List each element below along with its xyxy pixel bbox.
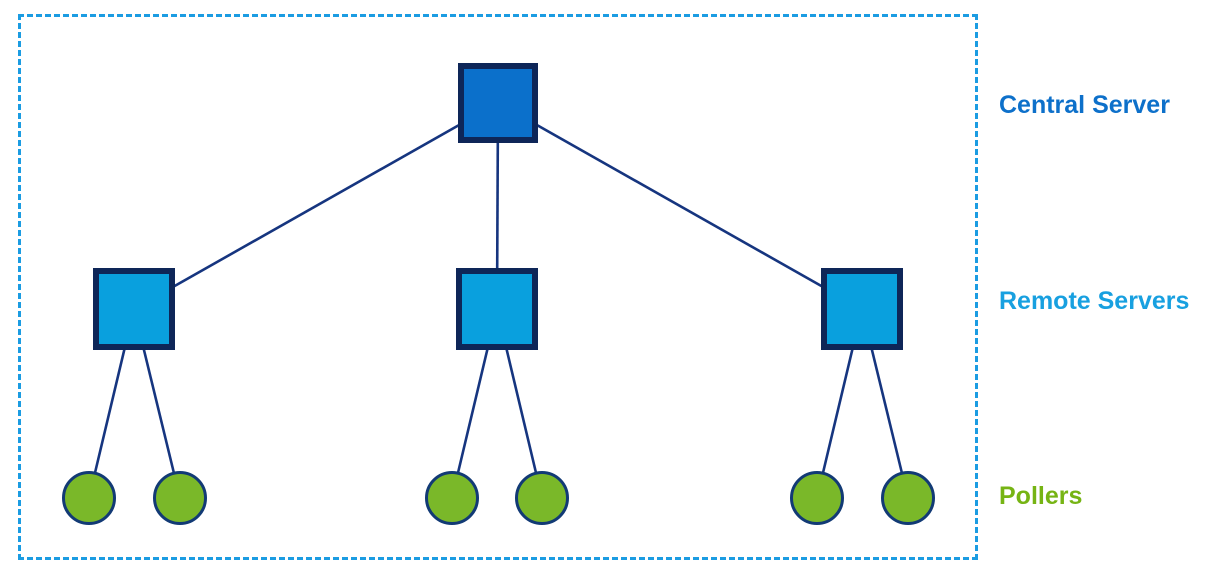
remote-servers-label: Remote Servers (999, 287, 1190, 315)
poller-node-5 (790, 471, 844, 525)
connector-central-to-remote-3 (497, 101, 863, 311)
remote-server-node-2 (456, 268, 538, 350)
poller-node-4 (515, 471, 569, 525)
pollers-label: Pollers (999, 482, 1083, 510)
poller-node-3 (425, 471, 479, 525)
connector-central-to-remote-1 (133, 101, 499, 311)
remote-server-node-3 (821, 268, 903, 350)
central-server-label: Central Server (999, 91, 1170, 119)
remote-server-node-1 (93, 268, 175, 350)
poller-node-1 (62, 471, 116, 525)
poller-node-2 (153, 471, 207, 525)
poller-node-6 (881, 471, 935, 525)
diagram-dashed-frame (18, 14, 978, 560)
central-server-node (458, 63, 538, 143)
